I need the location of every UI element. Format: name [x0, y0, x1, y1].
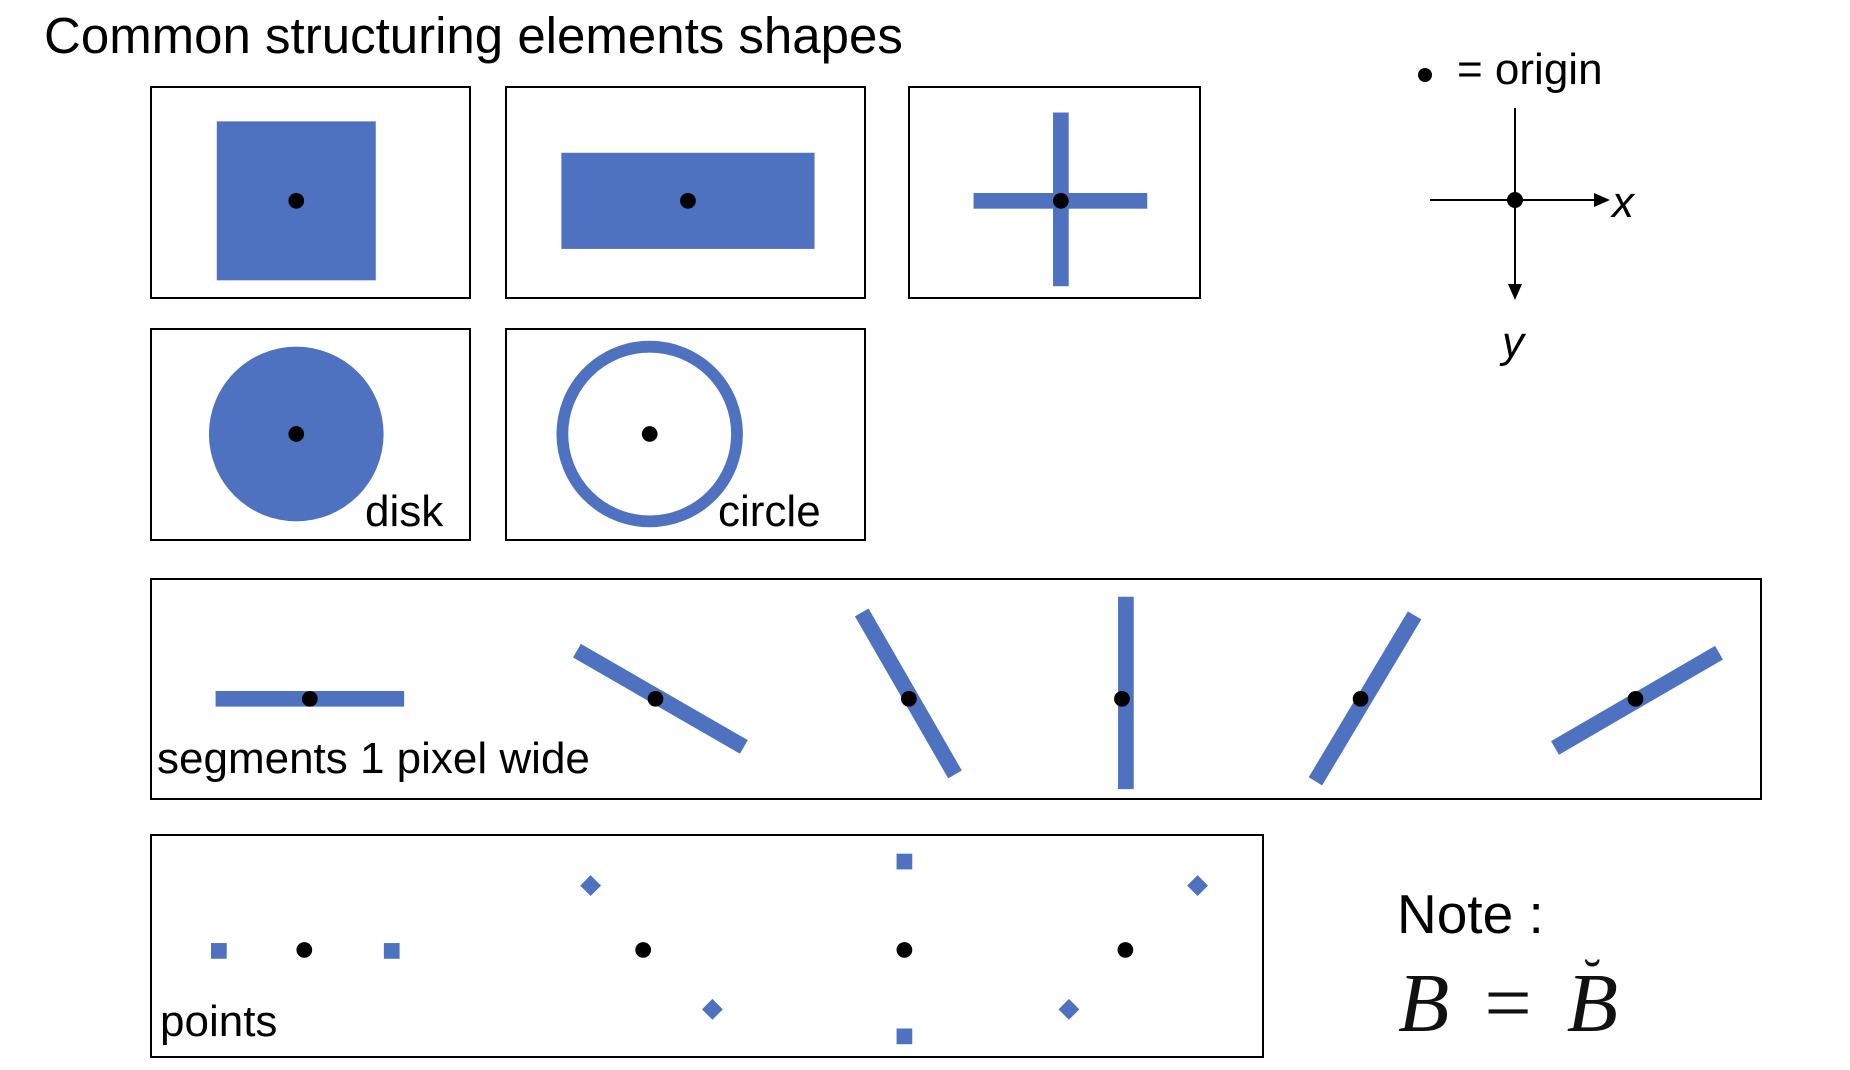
origin-legend-dot: [1418, 68, 1432, 82]
point-square-marker: [211, 943, 227, 959]
note-label: Note :: [1397, 883, 1544, 945]
formula-lhs: B: [1398, 957, 1450, 1050]
origin-dot: [896, 942, 913, 958]
point-diamond-marker: [1058, 998, 1080, 1020]
point-diamond-marker: [1187, 875, 1208, 897]
origin-dot: [647, 690, 664, 707]
point-square-marker: [383, 943, 400, 959]
formula-rhs-with-breve: ˘ B: [1566, 950, 1618, 1052]
disk-element-panel: disk: [150, 328, 471, 541]
points-element-panel: points: [150, 834, 1264, 1058]
x-axis-label: x: [1612, 178, 1634, 227]
origin-dot: [641, 426, 658, 442]
origin-dot: [296, 942, 313, 958]
circle-element-panel: circle: [505, 328, 866, 541]
square-element-panel: [150, 86, 471, 299]
y-axis-arrowhead: [1508, 284, 1522, 300]
cross-element-panel: [908, 86, 1201, 299]
point-diamond-marker: [580, 875, 602, 897]
breve-accent: ˘: [1583, 950, 1602, 1007]
circle-caption: circle: [718, 487, 821, 536]
segments-element-panel: segments 1 pixel wide: [150, 578, 1762, 800]
page-title: Common structuring elements shapes: [44, 7, 903, 64]
axes-origin-dot: [1507, 192, 1523, 208]
formula-equals: =: [1484, 957, 1532, 1050]
segments-caption: segments 1 pixel wide: [157, 734, 590, 783]
origin-dot: [635, 942, 652, 958]
origin-dot: [1114, 690, 1130, 707]
symmetry-formula: B = ˘ B: [1398, 950, 1618, 1052]
point-square-marker: [896, 1028, 913, 1045]
origin-legend-label: = origin: [1457, 45, 1603, 94]
origin-dot: [288, 192, 305, 209]
origin-dot: [302, 690, 318, 707]
point-diamond-marker: [701, 998, 723, 1020]
coordinate-axes-diagram: [1430, 108, 1610, 300]
rectangle-element-panel: [505, 86, 866, 299]
origin-dot: [1053, 192, 1069, 209]
origin-dot: [680, 192, 696, 209]
origin-dot: [901, 690, 917, 707]
disk-caption: disk: [365, 487, 444, 536]
origin-dot: [288, 426, 305, 442]
point-square-marker: [896, 853, 913, 870]
origin-dot: [1117, 942, 1134, 958]
origin-dot: [1627, 690, 1644, 707]
points-caption: points: [160, 997, 278, 1046]
y-axis-label: y: [1502, 318, 1524, 367]
origin-dot: [1352, 690, 1369, 707]
formula-rhs: B: [1566, 957, 1618, 1050]
x-axis-arrowhead: [1594, 193, 1610, 207]
circle-ring-shape: [556, 340, 743, 528]
